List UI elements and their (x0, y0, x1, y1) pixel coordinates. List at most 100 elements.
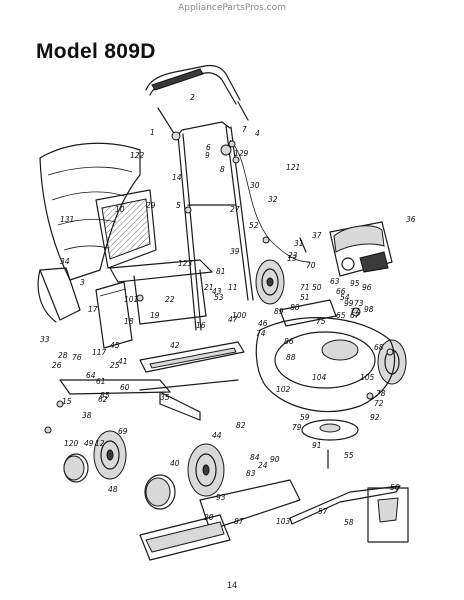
rear-door (95, 259, 213, 349)
callout-12: 12 (95, 439, 105, 448)
callout-62: 62 (98, 395, 108, 404)
callout-68: 68 (374, 343, 384, 352)
callout-60: 60 (120, 383, 130, 392)
callout-84: 84 (250, 453, 260, 462)
callout-102: 102 (276, 385, 291, 394)
blade-inset-box (367, 487, 409, 543)
callout-51: 51 (300, 293, 310, 302)
callout-98: 98 (364, 305, 374, 314)
callout-95: 95 (350, 279, 360, 288)
callout-4: 4 (255, 129, 260, 138)
callout-38: 38 (82, 411, 92, 420)
callout-101: 101 (124, 295, 138, 304)
callout-99: 99 (344, 299, 354, 308)
callout-75: 75 (316, 317, 326, 326)
height-adjust-bar (139, 341, 245, 391)
callout-50: 50 (312, 283, 322, 292)
callout-39: 39 (230, 247, 240, 256)
callout-5: 5 (176, 201, 181, 210)
callout-30: 30 (250, 181, 260, 190)
callout-9: 9 (205, 151, 210, 160)
callout-10: 10 (115, 205, 125, 214)
rear-wheel-left (63, 430, 127, 483)
callout-78: 78 (376, 389, 386, 398)
callout-55: 55 (344, 451, 354, 460)
callout-17: 17 (88, 305, 98, 314)
callout-96: 96 (362, 283, 372, 292)
rear-deflector (37, 267, 81, 323)
callout-63: 63 (330, 277, 340, 286)
model-title: Model 809D (36, 40, 156, 63)
callout-76: 76 (72, 353, 82, 362)
callout-117: 117 (92, 348, 107, 357)
callout-18: 18 (124, 317, 134, 326)
grass-catcher (39, 142, 157, 281)
callout-69: 69 (118, 427, 128, 436)
callout-41: 41 (118, 357, 128, 366)
callout-43: 43 (212, 287, 222, 296)
callout-53: 53 (214, 293, 224, 302)
callout-67: 67 (350, 311, 360, 320)
callout-20: 20 (204, 513, 214, 522)
callout-121: 121 (286, 163, 300, 172)
callout-92: 92 (370, 413, 380, 422)
callout-47: 47 (228, 315, 238, 324)
callout-44: 44 (212, 431, 222, 440)
callout-3: 3 (80, 278, 85, 287)
callout-45: 45 (110, 341, 120, 350)
callout-123: 123 (178, 259, 193, 268)
callout-58: 58 (344, 518, 354, 527)
callout-100: 100 (232, 311, 247, 320)
callout-8: 8 (220, 165, 225, 174)
callout-105: 105 (360, 373, 375, 382)
callout-90: 90 (270, 455, 280, 464)
callout-85: 85 (100, 391, 110, 400)
callout-91: 91 (312, 441, 322, 450)
callout-19: 19 (150, 311, 160, 320)
front-skirt (139, 479, 301, 561)
upper-handle (145, 64, 249, 121)
callout-27: 27 (230, 205, 240, 214)
page-number: 14 (226, 580, 237, 590)
callout-93: 93 (216, 493, 226, 502)
callout-42: 42 (170, 341, 180, 350)
callout-72: 72 (374, 399, 384, 408)
rear-axle (59, 379, 201, 421)
callout-16: 16 (196, 321, 206, 330)
callout-59: 59 (300, 413, 310, 422)
callout-6: 6 (206, 143, 211, 152)
callout-104: 104 (312, 373, 327, 382)
hardware (44, 131, 394, 434)
callout-73: 73 (354, 299, 364, 308)
callout-14: 14 (172, 173, 182, 182)
callout-28: 28 (58, 351, 68, 360)
callout-31: 31 (294, 239, 304, 248)
callout-1: 1 (150, 128, 155, 137)
front-wheel-left (144, 443, 225, 510)
callout-11: 11 (228, 283, 238, 292)
callout-88: 88 (286, 353, 296, 362)
callout-56: 56 (390, 483, 400, 492)
callout-66: 66 (336, 287, 346, 296)
callout-54: 54 (340, 293, 350, 302)
callout-23: 23 (288, 251, 298, 260)
callout-120: 120 (64, 439, 79, 448)
callout-32: 32 (268, 195, 278, 204)
hub-caps (63, 455, 171, 507)
engine (329, 221, 393, 277)
callout-49: 49 (84, 439, 94, 448)
control-cable (220, 139, 311, 263)
callout-70: 70 (306, 261, 316, 270)
callout-86: 86 (284, 337, 294, 346)
blade-assembly (289, 419, 401, 525)
callout-131: 131 (60, 215, 74, 224)
callout-7: 7 (242, 125, 247, 134)
lower-handle (157, 107, 254, 331)
callout-81: 81 (216, 267, 226, 276)
callout-89: 89 (274, 307, 284, 316)
callout-82: 82 (236, 421, 246, 430)
rear-wheel-right (255, 259, 285, 305)
callout-65: 65 (336, 311, 346, 320)
callout-26: 26 (52, 361, 62, 370)
